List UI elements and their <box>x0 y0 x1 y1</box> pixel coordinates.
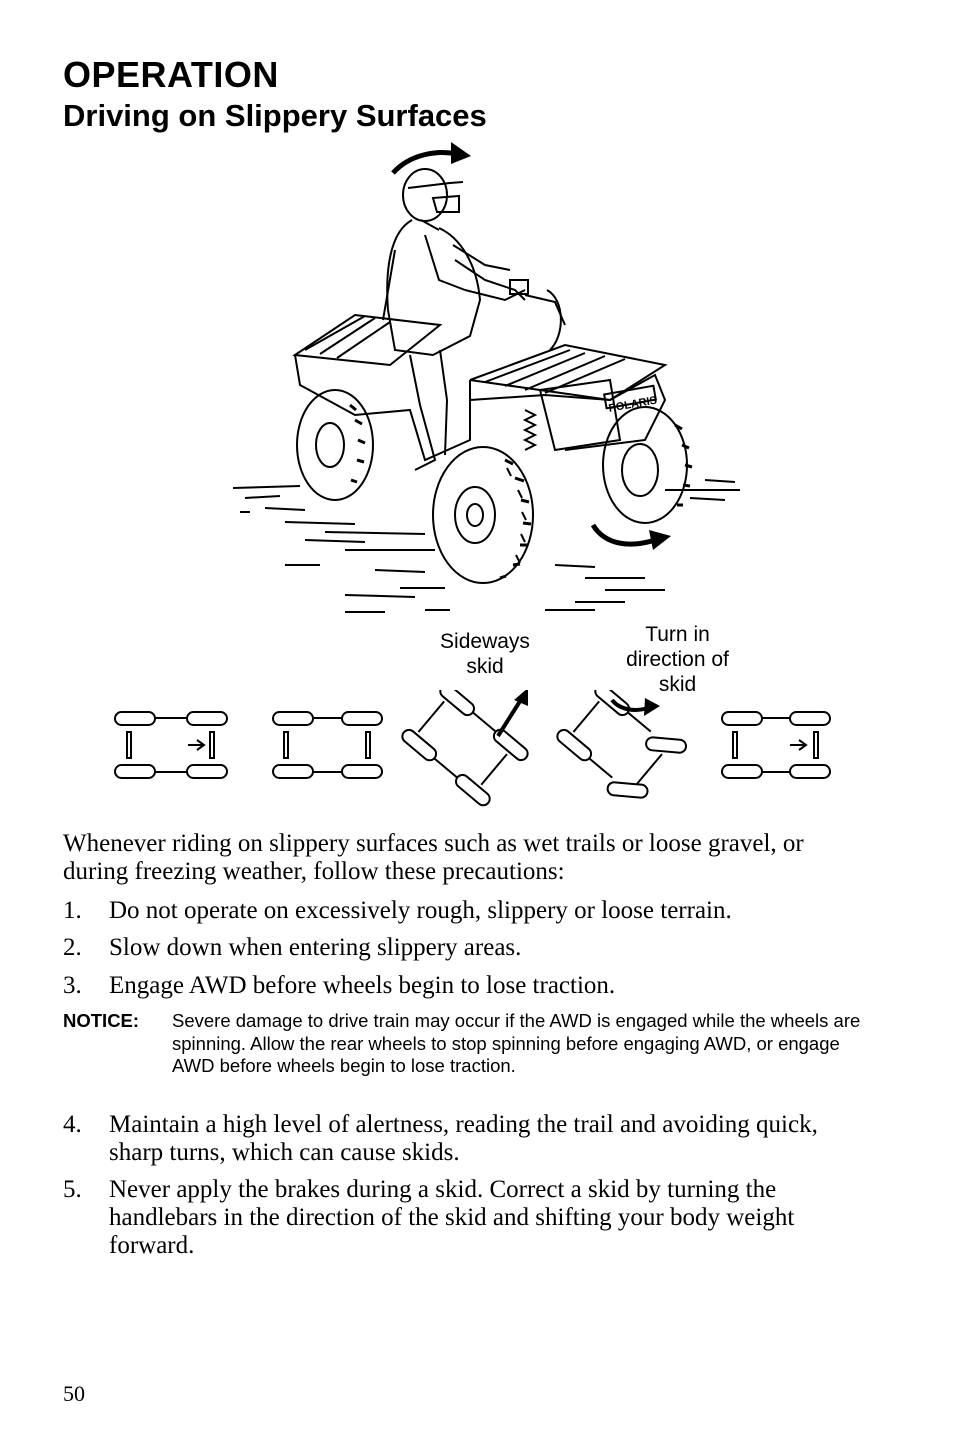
sideways-skid-arrow-icon <box>496 696 524 738</box>
atv-rider-illustration: POLARIS <box>232 142 740 613</box>
vehicle-straight-icon <box>114 711 228 779</box>
notice-text: Severe damage to drive train may occur i… <box>172 1010 861 1076</box>
step-text: Never apply the brakes during a skid. Co… <box>109 1176 795 1259</box>
list-item: 3. Engage AWD before wheels begin to los… <box>63 972 863 1000</box>
vehicle-sideways-skid-icon <box>401 690 529 807</box>
step-number: 4. <box>63 1111 82 1138</box>
vehicle-recovered-icon <box>721 711 831 779</box>
step-text: Do not operate on excessively rough, sli… <box>109 897 732 924</box>
step-number: 5. <box>63 1176 82 1203</box>
step-text: Engage AWD before wheels begin to lose t… <box>109 972 616 999</box>
vehicle-correcting-icon <box>556 690 688 799</box>
intro-paragraph: Whenever riding on slippery surfaces suc… <box>63 830 804 885</box>
skid-arrow-icon <box>590 523 656 547</box>
step-text: Slow down when entering slippery areas. <box>109 934 522 961</box>
step-number: 3. <box>63 972 82 999</box>
list-item: 1. Do not operate on excessively rough, … <box>63 897 863 925</box>
vehicle-braking-icon <box>272 711 383 779</box>
notice-label: NOTICE: <box>63 1010 140 1031</box>
list-item: 2. Slow down when entering slippery area… <box>63 934 863 962</box>
step-number: 2. <box>63 934 82 961</box>
section-title: OPERATION <box>63 54 279 95</box>
notice-block: NOTICE: Severe damage to drive train may… <box>63 1010 863 1078</box>
sideways-skid-label: Sideways skid <box>440 630 530 678</box>
page-title: Driving on Slippery Surfaces <box>63 98 487 133</box>
turn-arrow-icon <box>610 698 649 712</box>
turn-direction-label: Turn in direction of skid <box>626 623 729 696</box>
page-number: 50 <box>63 1381 85 1406</box>
list-item: 5. Never apply the brakes during a skid.… <box>63 1176 863 1260</box>
step-number: 1. <box>63 897 82 924</box>
list-item: 4. Maintain a high level of alertness, r… <box>63 1111 863 1167</box>
skid-sequence-diagram <box>114 690 831 807</box>
step-text: Maintain a high level of alertness, read… <box>109 1111 818 1166</box>
